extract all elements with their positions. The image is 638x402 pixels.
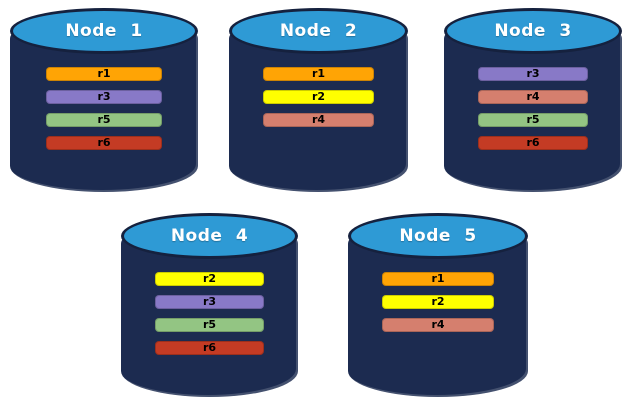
node-label: Node 3: [494, 21, 572, 41]
db-node-3: Node 3 r3 r4 r5 r6: [444, 8, 622, 192]
replica-list: r3 r4 r5 r6: [444, 67, 622, 150]
replica-bar-r6: r6: [45, 136, 163, 150]
replica-bar-r4: r4: [382, 318, 494, 332]
cylinder-top: Node 3: [444, 8, 622, 54]
replica-bar-r6: r6: [477, 136, 589, 150]
db-node-1: Node 1 r1 r3 r5 r6: [10, 8, 198, 192]
replica-bar-r3: r3: [154, 295, 265, 309]
replica-bar-r4: r4: [263, 113, 374, 127]
replica-bar-r2: r2: [382, 295, 494, 309]
replica-bar-r1: r1: [263, 67, 374, 81]
cylinder-body: [121, 236, 298, 397]
node-label: Node 2: [279, 21, 358, 41]
replica-list: r2 r3 r5 r6: [121, 272, 298, 355]
cylinder-body: [10, 31, 198, 192]
replica-bar-r3: r3: [477, 67, 589, 81]
cylinder-top: Node 5: [348, 213, 528, 259]
node-label: Node 1: [65, 21, 143, 41]
cylinder-top: Node 1: [10, 8, 198, 54]
node-label: Node 5: [399, 226, 477, 246]
db-node-2: Node 2 r1 r2 r4: [229, 8, 408, 192]
replica-bar-r5: r5: [154, 318, 265, 332]
cylinder-top: Node 4: [121, 213, 298, 259]
cylinder-body: [229, 31, 408, 192]
replica-list: r1 r2 r4: [229, 67, 408, 127]
replica-bar-r2: r2: [263, 90, 374, 104]
replica-list: r1 r2 r4: [348, 272, 528, 332]
replica-bar-r3: r3: [45, 90, 163, 104]
cylinder-body: [348, 236, 528, 397]
replica-bar-r4: r4: [477, 90, 589, 104]
replica-bar-r5: r5: [477, 113, 589, 127]
cylinder-top: Node 2: [229, 8, 408, 54]
replica-bar-r2: r2: [154, 272, 265, 286]
replica-bar-r1: r1: [45, 67, 163, 81]
db-node-5: Node 5 r1 r2 r4: [348, 213, 528, 397]
db-node-4: Node 4 r2 r3 r5 r6: [121, 213, 298, 397]
replica-bar-r5: r5: [45, 113, 163, 127]
cylinder-body: [444, 31, 622, 192]
node-label: Node 4: [170, 226, 249, 246]
replica-bar-r1: r1: [382, 272, 494, 286]
replica-bar-r6: r6: [154, 341, 265, 355]
replica-list: r1 r3 r5 r6: [10, 67, 198, 150]
